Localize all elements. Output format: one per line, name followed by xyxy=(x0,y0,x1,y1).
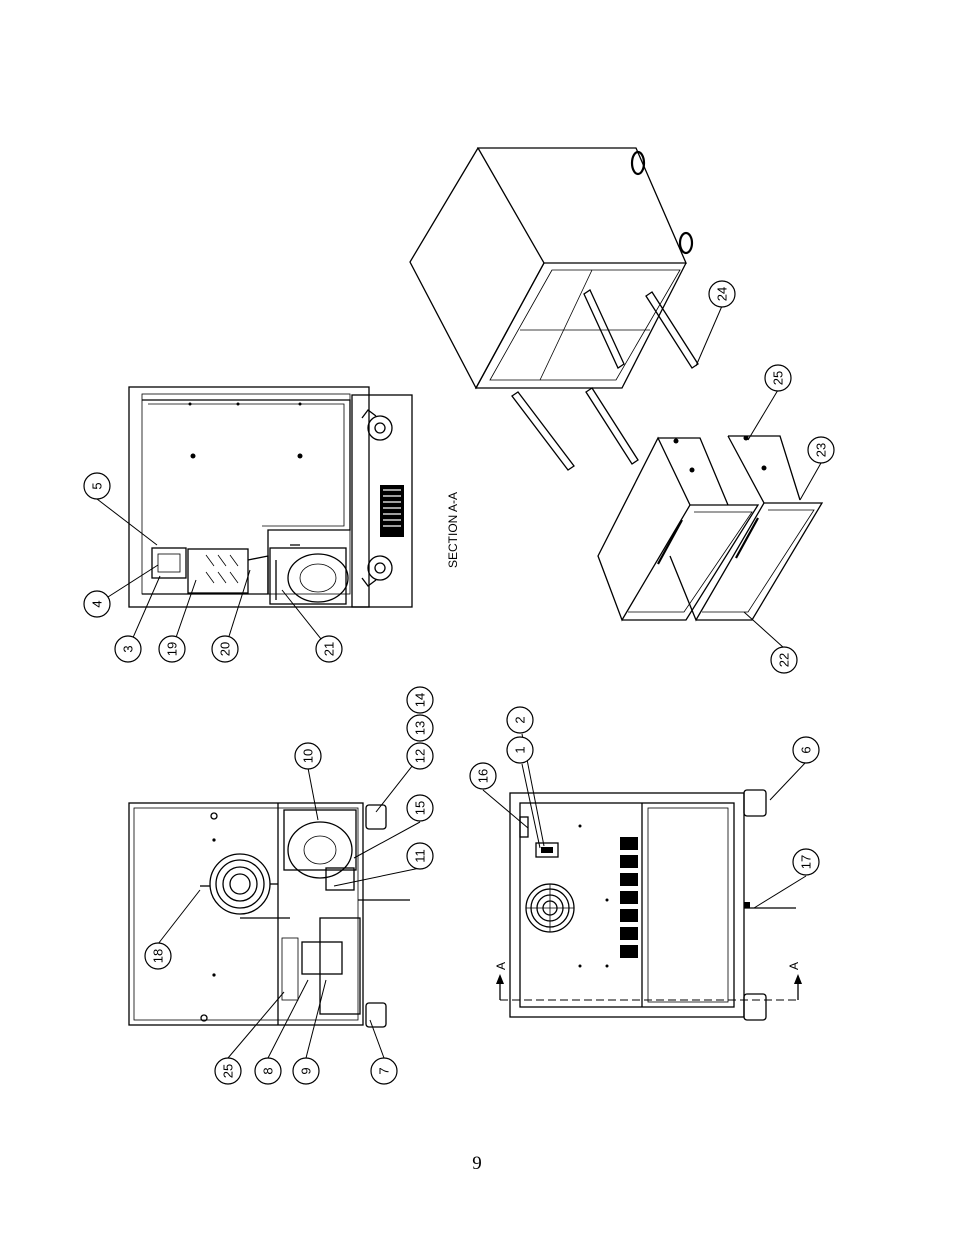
page-number: 9 xyxy=(472,1153,482,1174)
callout-21: 21 xyxy=(315,635,343,663)
svg-text:9: 9 xyxy=(299,1067,314,1074)
callout-10: 10 xyxy=(294,742,322,770)
callout-19: 19 xyxy=(158,635,186,663)
svg-text:3: 3 xyxy=(121,645,136,652)
callout-3: 3 xyxy=(114,635,142,663)
svg-text:16: 16 xyxy=(476,769,491,783)
bottom-left-view xyxy=(128,802,410,1028)
svg-text:1: 1 xyxy=(513,746,528,753)
svg-text:20: 20 xyxy=(218,642,233,656)
callout-6: 6 xyxy=(792,736,820,764)
leader-lines xyxy=(96,305,822,1059)
svg-text:8: 8 xyxy=(261,1067,276,1074)
svg-text:25: 25 xyxy=(221,1064,236,1078)
callout-17: 17 xyxy=(792,848,820,876)
callout-18: 18 xyxy=(144,942,172,970)
bottom-right-view xyxy=(496,789,802,1021)
svg-text:25: 25 xyxy=(771,371,786,385)
isometric-view xyxy=(409,147,824,622)
svg-text:7: 7 xyxy=(377,1067,392,1074)
callout-9: 9 xyxy=(292,1057,320,1085)
section-arrow-label-left: A xyxy=(494,962,508,970)
svg-text:12: 12 xyxy=(413,749,428,763)
callout-14: 14 xyxy=(406,686,434,714)
svg-text:17: 17 xyxy=(799,855,814,869)
svg-text:22: 22 xyxy=(777,653,792,667)
callout-20: 20 xyxy=(211,635,239,663)
svg-text:2: 2 xyxy=(513,716,528,723)
callout-13: 13 xyxy=(406,714,434,742)
callout-8: 8 xyxy=(254,1057,282,1085)
section-a-a-view xyxy=(128,386,413,608)
svg-text:15: 15 xyxy=(413,801,428,815)
callout-12: 12 xyxy=(406,742,434,770)
callout-25-b: 25 xyxy=(214,1057,242,1085)
svg-text:14: 14 xyxy=(413,693,428,707)
callout-5: 5 xyxy=(83,472,111,500)
callout-25: 25 xyxy=(764,364,792,392)
callout-1: 1 xyxy=(506,736,534,764)
callout-4: 4 xyxy=(83,590,111,618)
callout-15: 15 xyxy=(406,794,434,822)
svg-text:10: 10 xyxy=(301,749,316,763)
svg-text:21: 21 xyxy=(322,642,337,656)
svg-text:18: 18 xyxy=(151,949,166,963)
svg-text:19: 19 xyxy=(165,642,180,656)
callout-22: 22 xyxy=(770,646,798,674)
svg-text:23: 23 xyxy=(814,443,829,457)
svg-text:11: 11 xyxy=(413,849,428,863)
callout-11: 11 xyxy=(406,842,434,870)
svg-text:6: 6 xyxy=(799,746,814,753)
section-label: SECTION A-A xyxy=(446,492,460,568)
callout-23: 23 xyxy=(807,436,835,464)
callout-2: 2 xyxy=(506,706,534,734)
svg-text:13: 13 xyxy=(413,721,428,735)
callout-16: 16 xyxy=(469,762,497,790)
svg-text:24: 24 xyxy=(715,287,730,301)
svg-text:4: 4 xyxy=(90,600,105,607)
callout-24: 24 xyxy=(708,280,736,308)
svg-text:5: 5 xyxy=(90,482,105,489)
callout-7: 7 xyxy=(370,1057,398,1085)
section-arrow-label-right: A xyxy=(787,962,801,970)
